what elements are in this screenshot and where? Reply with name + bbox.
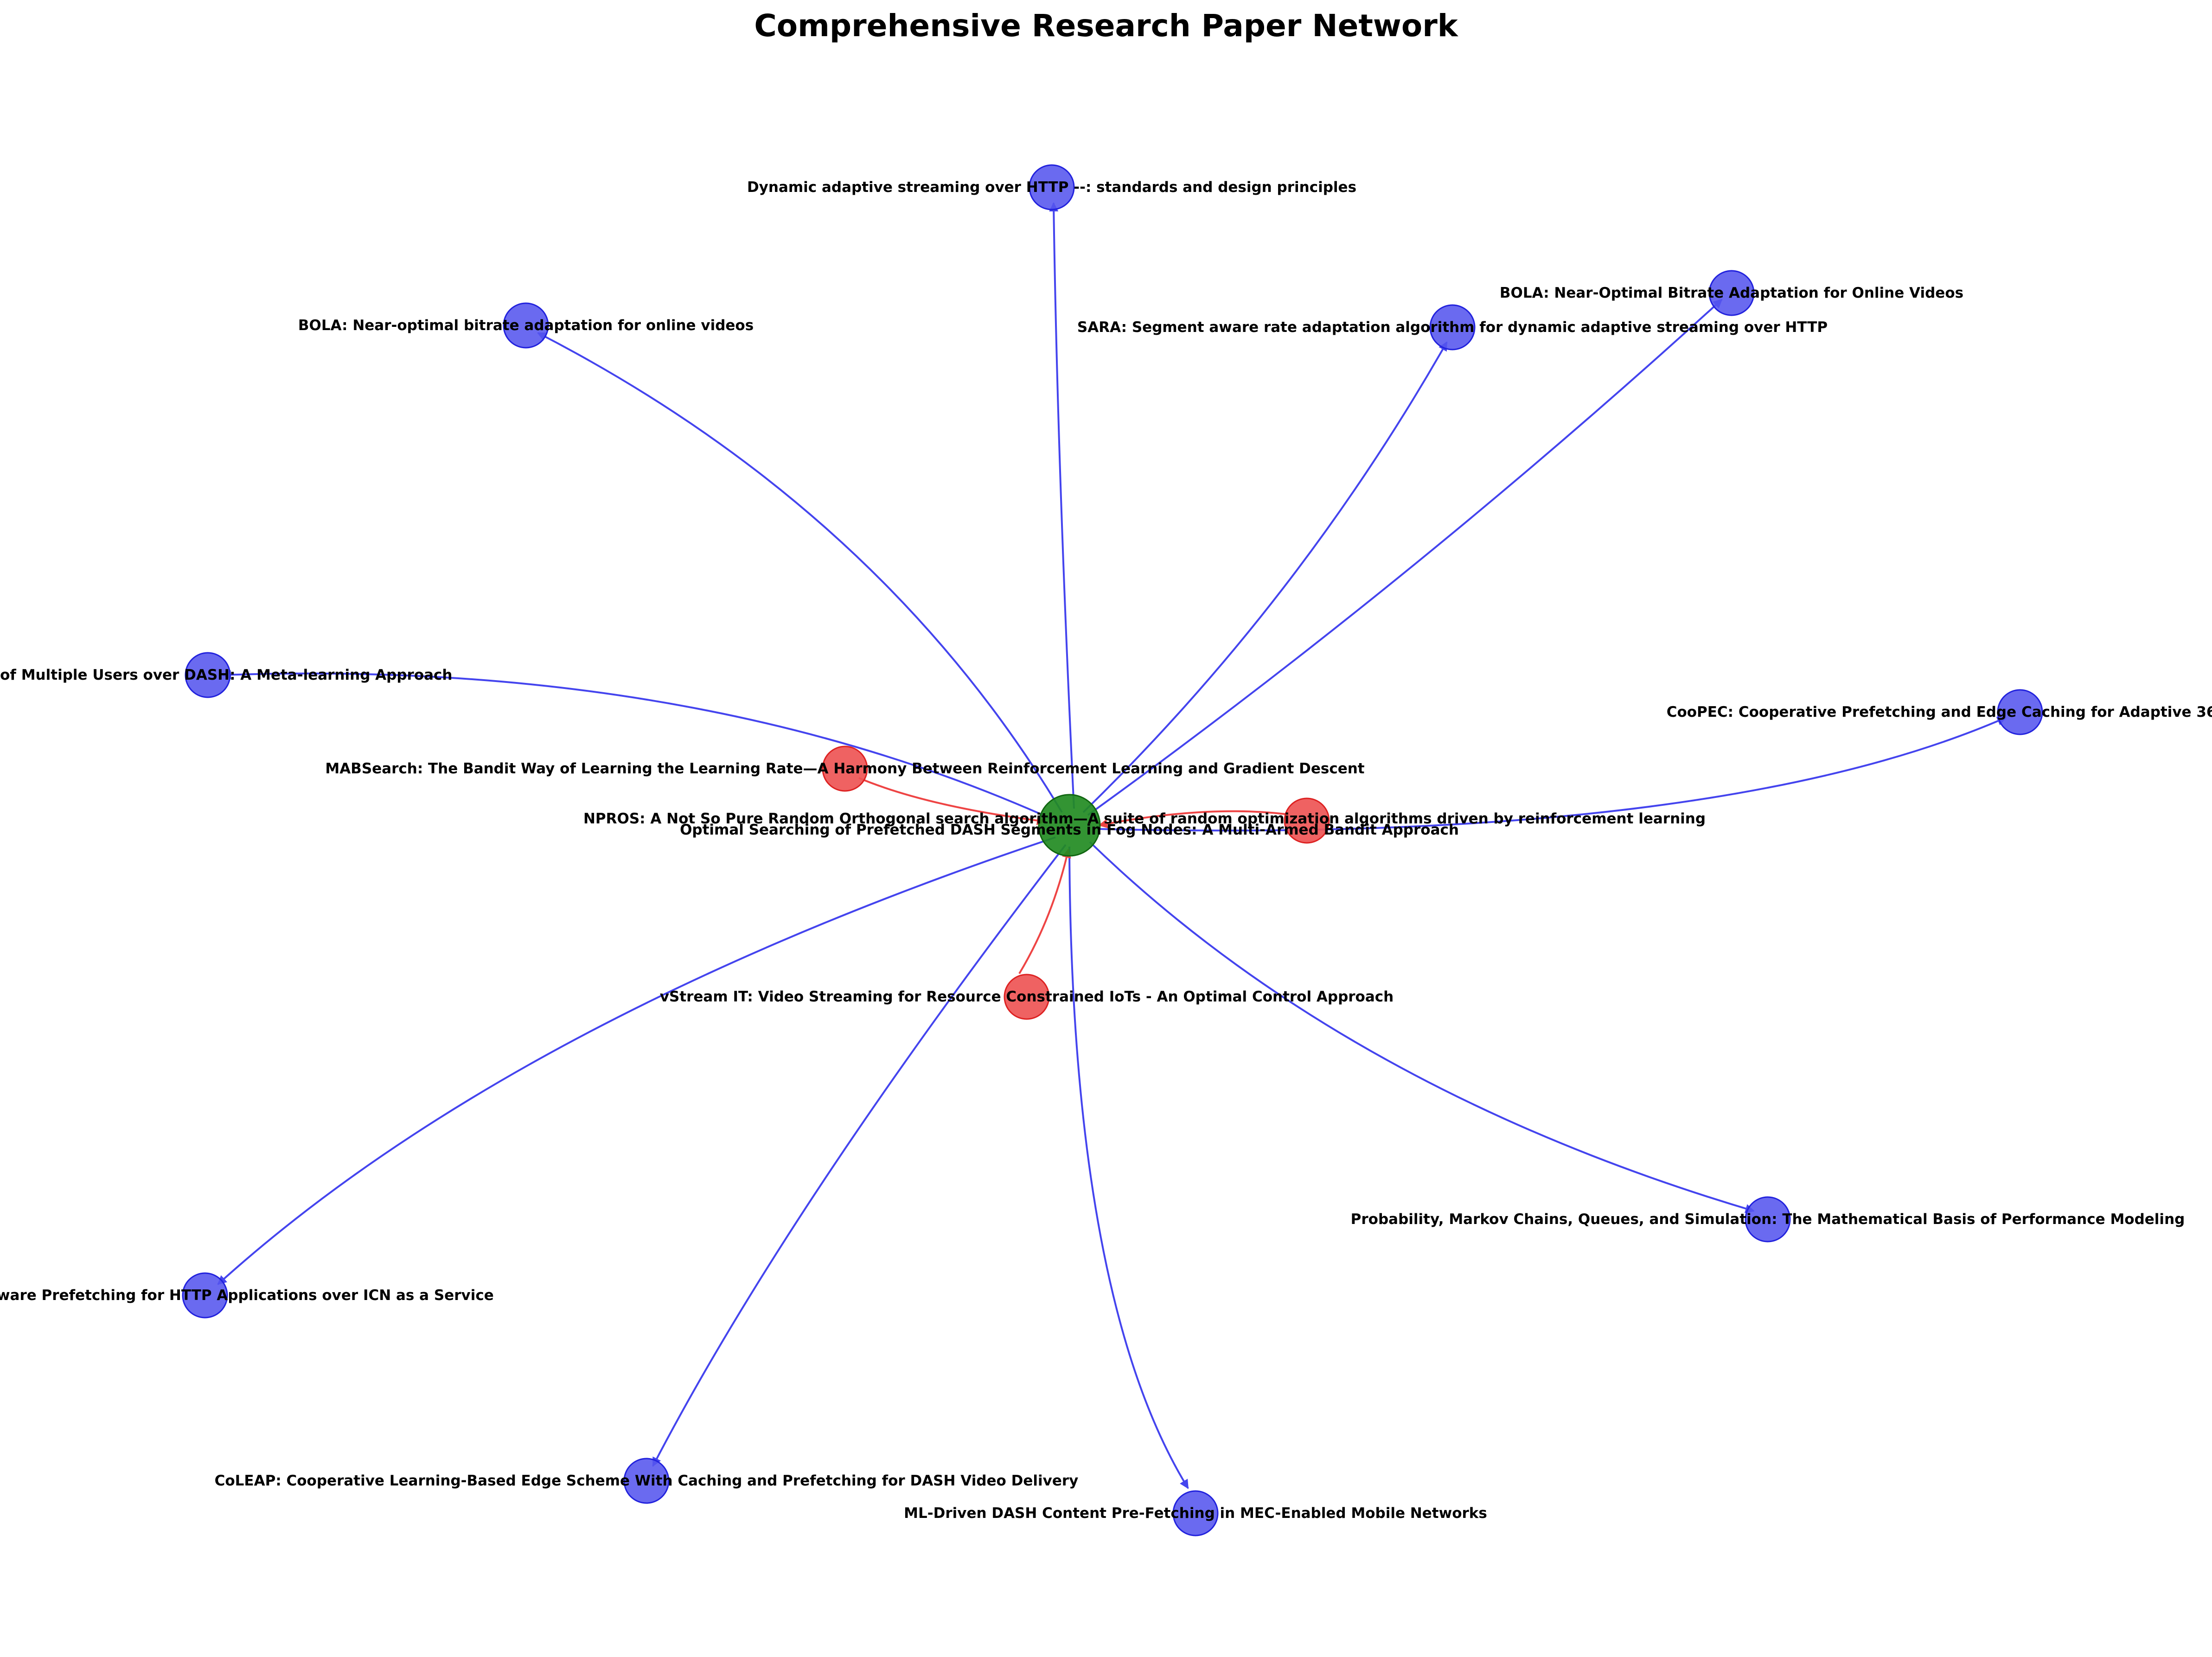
label-dash-std: Dynamic adaptive streaming over HTTP --:… (747, 179, 1356, 196)
node-qoe-meta[interactable] (185, 652, 231, 698)
label-coleap: CoLEAP: Cooperative Learning-Based Edge … (215, 1472, 1079, 1489)
label-qoe-meta: QoE of Multiple Users over DASH: A Meta-… (0, 667, 452, 683)
node-npros[interactable] (1284, 797, 1330, 844)
label-bola-lower: BOLA: Near-optimal bitrate adaptation fo… (298, 317, 754, 334)
node-sara[interactable] (1429, 304, 1476, 351)
edge-icn (217, 836, 1056, 1285)
node-bola-lower[interactable] (503, 302, 549, 349)
citation-edges (217, 202, 2007, 1489)
edge-coopec (1099, 717, 2007, 832)
related-edges (858, 777, 1286, 975)
edge-sara (1082, 341, 1448, 813)
edge-ml-dash (1068, 846, 1189, 1489)
label-npros: NPROS: A Not So Pure Random Orthogonal s… (583, 810, 1706, 827)
node-labels: Dynamic adaptive streaming over HTTP --:… (0, 179, 2212, 1522)
edge-npros (1098, 810, 1286, 828)
label-icn: Context-Aware Prefetching for HTTP Appli… (0, 1287, 494, 1304)
node-mabsearch[interactable] (822, 746, 868, 792)
edge-coleap (652, 844, 1067, 1467)
edge-bola-upper (1087, 299, 1723, 816)
label-bola-upper: BOLA: Near-Optimal Bitrate Adaptation fo… (1500, 285, 1963, 301)
label-sara: SARA: Segment aware rate adaptation algo… (1077, 319, 1828, 336)
related-nodes (822, 746, 1330, 1020)
node-coleap[interactable] (623, 1458, 670, 1504)
label-mabsearch: MABSearch: The Bandit Way of Learning th… (325, 760, 1364, 777)
node-icn[interactable] (182, 1272, 228, 1319)
edge-dash-std (1049, 202, 1075, 809)
edge-qoe-meta (222, 670, 1056, 822)
node-center[interactable] (1038, 794, 1101, 857)
label-center: Optimal Searching of Prefetched DASH Seg… (680, 822, 1459, 838)
chart-title: Comprehensive Research Paper Network (754, 8, 1458, 44)
node-bola-upper[interactable] (1708, 270, 1755, 316)
edge-mabsearch (858, 777, 1046, 825)
label-vstream: vStream IT: Video Streaming for Resource… (660, 988, 1394, 1005)
cited-nodes (182, 164, 2043, 1536)
node-vstream[interactable] (1004, 974, 1050, 1020)
node-probability[interactable] (1745, 1196, 1791, 1243)
node-dash-std[interactable] (1029, 164, 1075, 210)
edge-bola-lower (537, 332, 1063, 813)
node-coopec[interactable] (1997, 689, 2043, 735)
label-ml-dash: ML-Driven DASH Content Pre-Fetching in M… (904, 1505, 1487, 1522)
node-ml-dash[interactable] (1172, 1490, 1219, 1536)
edge-vstream (1018, 848, 1071, 975)
label-probability: Probability, Markov Chains, Queues, and … (1351, 1211, 2185, 1228)
edge-probability (1089, 841, 1755, 1213)
label-coopec: CooPEC: Cooperative Prefetching and Edge… (1667, 704, 2212, 720)
